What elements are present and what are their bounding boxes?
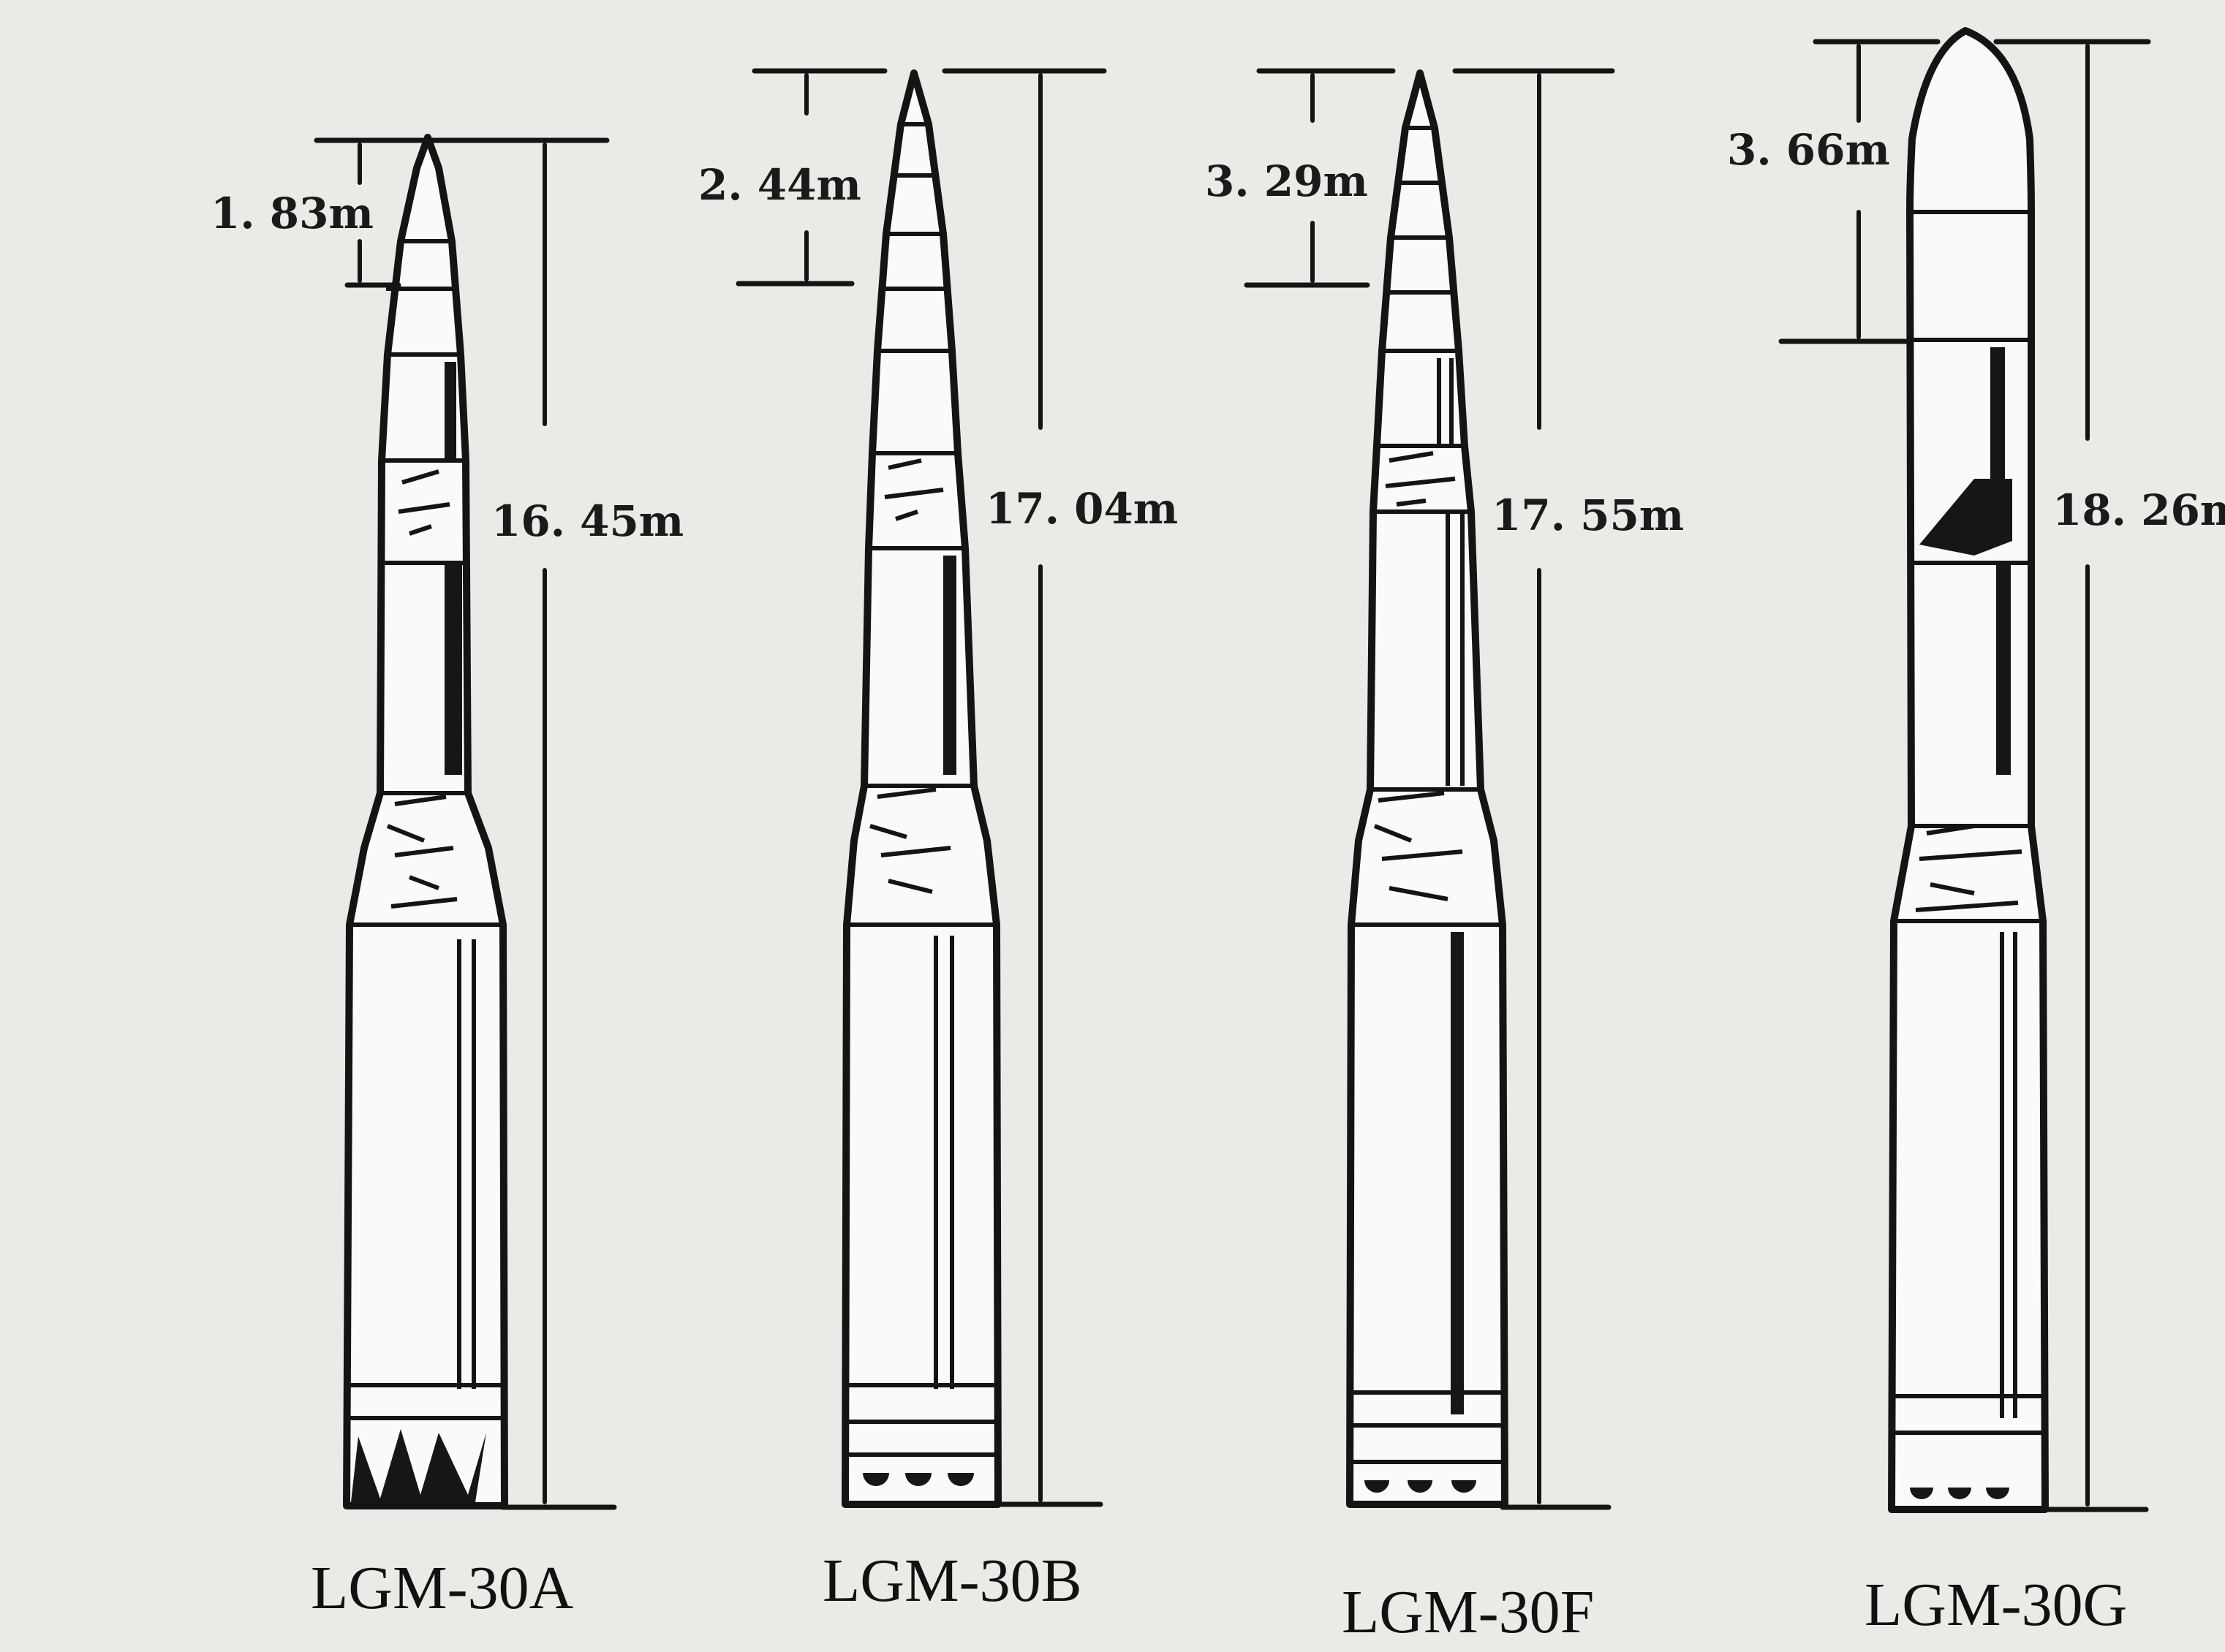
missile-lgm-30b-body [842, 69, 1002, 1508]
missile-lgm-30b-nose-length: 2. 44m [698, 160, 861, 210]
missile-lgm-30a-dimension [314, 137, 617, 1510]
missile-lgm-30a-nose-length: 1. 83m [211, 189, 374, 238]
missile-lgm-30a-body [343, 134, 508, 1509]
missile-lgm-30a: 1. 83m 16. 45m LGM-30A [211, 134, 684, 1622]
missile-lgm-30f: 3. 29m 17. 55m LGM-30F [1205, 68, 1684, 1646]
missile-lgm-30f-body [1346, 69, 1508, 1508]
missile-lgm-30f-total-length: 17. 55m [1492, 490, 1684, 540]
missile-lgm-30b-label: LGM-30B [823, 1547, 1082, 1615]
missile-lgm-30b: 2. 44m 17. 04m LGM-30B [698, 68, 1178, 1615]
missile-lgm-30a-total-length: 16. 45m [491, 496, 684, 546]
missile-lgm-30f-dimension [1244, 68, 1615, 1510]
missile-lgm-30f-label: LGM-30F [1342, 1578, 1594, 1646]
missile-lgm-30g-nose-length: 3. 66m [1727, 125, 1890, 175]
missile-lgm-30g-label: LGM-30G [1865, 1571, 2127, 1639]
missile-lgm-30g: 3. 66m 18. 26m LGM-30G [1727, 27, 2225, 1639]
missile-lgm-30b-dimension [736, 68, 1107, 1507]
missile-lgm-30b-total-length: 17. 04m [986, 484, 1178, 534]
missile-lgm-30g-dimension [1778, 39, 2151, 1512]
missile-lgm-30g-body [1888, 27, 2049, 1513]
missile-lgm-30g-total-length: 18. 26m [2052, 485, 2225, 535]
missile-lgm-30a-label: LGM-30A [311, 1554, 574, 1622]
missile-lgm-30f-nose-length: 3. 29m [1205, 156, 1368, 206]
